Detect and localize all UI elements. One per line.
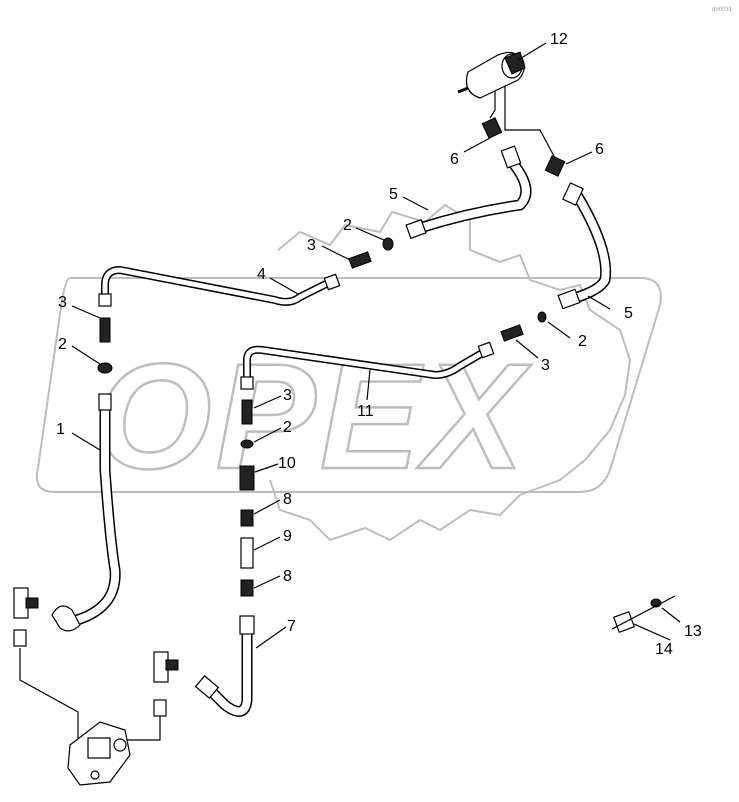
callout-8-upper: 8 (283, 491, 292, 508)
pipework (19, 80, 612, 745)
callout-1: 1 (56, 421, 65, 438)
fitting-6-left (481, 117, 522, 169)
tee-fitting-left (13, 587, 39, 647)
washer-2c (97, 362, 113, 374)
callout-5-right: 5 (624, 305, 633, 322)
component-12-valve (457, 51, 526, 99)
watermark-banner (35, 277, 662, 493)
callouts: 12 6 6 5 5 2 3 4 3 2 2 3 11 1 3 2 10 8 9… (56, 31, 702, 658)
hose-5-right-nut (557, 288, 581, 310)
hose-1-nut (98, 393, 112, 411)
hose-7-end (194, 675, 220, 699)
callout-3-upper: 3 (307, 237, 316, 254)
callout-13: 13 (684, 623, 702, 640)
callout-2-upper: 2 (343, 217, 352, 234)
callout-14: 14 (655, 641, 673, 658)
fitting-14 (612, 610, 636, 634)
coupler-9 (240, 537, 254, 569)
fitting-8a (240, 509, 254, 527)
hose-5-upper (414, 156, 532, 234)
callout-11: 11 (357, 403, 374, 420)
bracket-line-right (504, 80, 556, 159)
watermark: OPEX (35, 203, 662, 542)
washer-2b (537, 311, 547, 323)
callout-7: 7 (287, 618, 296, 635)
pipe-4-nut (323, 273, 341, 291)
fitting-6-right (544, 155, 584, 206)
adapter-3b (500, 324, 524, 342)
pipe-11-nut-right (477, 341, 495, 359)
callout-4: 4 (257, 266, 266, 283)
washer-2a (382, 237, 394, 251)
components (13, 51, 676, 786)
pump-line-left (19, 648, 79, 745)
callout-2-mid: 2 (283, 419, 292, 436)
adapter-3c (99, 317, 111, 343)
callout-10: 10 (278, 455, 296, 472)
callout-6-right: 6 (595, 141, 604, 158)
pipe-4-nut-left (98, 293, 112, 307)
callout-6-left: 6 (450, 151, 459, 168)
callout-5-upper: 5 (389, 186, 398, 203)
pump-line-right (125, 705, 161, 741)
callout-12: 12 (550, 31, 568, 48)
corner-mark: dn0031 (712, 7, 733, 13)
callout-3-left: 3 (58, 294, 67, 311)
nut-10 (239, 465, 255, 491)
hose-1-elbow (51, 605, 81, 632)
callout-2-left: 2 (58, 336, 67, 353)
hose-7-nut (239, 615, 255, 635)
callout-2-right: 2 (578, 333, 587, 350)
hose-5-nut (405, 218, 427, 240)
callout-8-lower: 8 (283, 568, 292, 585)
adapter-3d (241, 399, 253, 425)
watermark-gear (269, 203, 632, 542)
adapter-3a (348, 251, 372, 269)
callout-3-mid: 3 (283, 387, 292, 404)
tee-fitting-right (153, 651, 179, 717)
washer-2d (240, 439, 254, 449)
callout-9: 9 (283, 528, 292, 545)
pipe-11-nut-left (240, 376, 254, 390)
leader-lines (71, 42, 681, 649)
callout-3-right: 3 (541, 357, 550, 374)
fitting-8b (240, 579, 254, 597)
pump-assembly (67, 721, 131, 786)
